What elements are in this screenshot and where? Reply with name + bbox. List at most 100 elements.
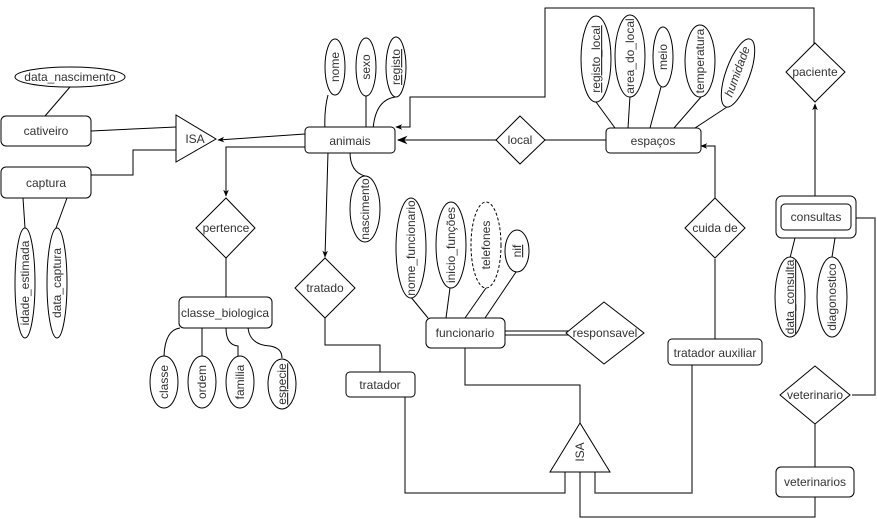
- relationship-label: responsavel: [573, 326, 638, 340]
- relationship-label: cuida de: [692, 221, 738, 235]
- connector-nascimento: [349, 151, 366, 177]
- relationship-veterinario[interactable]: veterinario: [779, 365, 851, 425]
- attribute-idade-estimada[interactable]: idade_estimada: [14, 227, 36, 339]
- connector-captura-isa: [91, 149, 176, 176]
- connector-registo: [372, 96, 396, 131]
- relationship-cuida-de[interactable]: cuida de: [684, 197, 746, 259]
- connector-data-consulta: [789, 237, 796, 259]
- relationship-label: paciente: [792, 65, 838, 79]
- isa-funcionario[interactable]: ISA: [549, 422, 611, 473]
- connector-nome: [324, 94, 329, 131]
- entity-label: cativeiro: [24, 124, 69, 138]
- attribute-label: sexo: [359, 54, 373, 80]
- entity-animais[interactable]: animais: [304, 126, 396, 154]
- connector-telefones: [464, 287, 487, 319]
- entity-cativeiro[interactable]: cativeiro: [0, 115, 92, 147]
- connector-especie: [247, 327, 283, 359]
- attribute-nome[interactable]: nome: [324, 38, 346, 96]
- attribute-registo[interactable]: registo: [385, 36, 407, 98]
- attribute-data-consulta[interactable]: data_consulta: [774, 256, 806, 338]
- isa-animais[interactable]: ISA: [175, 114, 217, 163]
- entity-label: tratador auxiliar: [674, 346, 757, 360]
- attribute-label: meio: [656, 44, 670, 70]
- entity-tratador[interactable]: tratador: [345, 371, 416, 398]
- entity-consultas[interactable]: consultas: [775, 195, 857, 239]
- connector-cuida-espacos: [700, 143, 716, 198]
- connector-inicio-funcoes: [445, 287, 451, 319]
- connector-animais-pertence: [223, 146, 305, 197]
- entity-label: captura: [26, 176, 66, 190]
- connector-nome-funcionario: [409, 295, 429, 319]
- attribute-inicio-funcoes[interactable]: inicio_funções: [435, 201, 467, 289]
- relationship-label: local: [508, 133, 533, 147]
- relationship-responsavel[interactable]: responsavel: [565, 301, 645, 365]
- attribute-label: registo: [389, 49, 403, 85]
- attribute-label: temperatura: [693, 28, 707, 93]
- attribute-classe[interactable]: classe: [149, 355, 179, 409]
- attribute-label: nascimento: [358, 178, 372, 240]
- entity-captura[interactable]: captura: [0, 166, 92, 199]
- attribute-label: data_consulta: [783, 259, 797, 334]
- attribute-sexo[interactable]: sexo: [355, 37, 377, 97]
- isa-label: ISA: [573, 442, 587, 461]
- connector-tratado-tratador: [324, 318, 381, 372]
- attribute-label: nome_funcionario: [404, 200, 418, 296]
- attribute-meio[interactable]: meio: [652, 26, 674, 88]
- relationship-label: pertence: [203, 221, 250, 235]
- attribute-label: nome: [328, 52, 342, 82]
- attribute-label: telefones: [479, 221, 493, 270]
- connector-consultas-veterinario: [852, 217, 876, 396]
- attribute-label: familia: [233, 364, 247, 399]
- entity-classe-biologica[interactable]: classe_biologica: [178, 296, 273, 329]
- attribute-label: nif: [510, 244, 524, 257]
- attribute-data-nascimento[interactable]: data_nascimento: [14, 66, 126, 88]
- connector-idade-estimada: [22, 197, 26, 229]
- connector-humidade: [694, 106, 728, 129]
- connector-animais-isa: [217, 133, 306, 143]
- attribute-familia[interactable]: familia: [225, 355, 255, 409]
- attribute-ordem[interactable]: ordem: [187, 355, 217, 409]
- entity-veterinarios[interactable]: veterinarios: [775, 466, 855, 498]
- connector-data-nascimento: [44, 86, 71, 117]
- relationship-local[interactable]: local: [495, 115, 546, 165]
- entity-funcionario[interactable]: funcionario: [425, 317, 506, 349]
- attribute-humidade[interactable]: humidade: [714, 35, 761, 111]
- connector-familia: [225, 327, 239, 356]
- attribute-label: area_do_local: [623, 18, 637, 93]
- attribute-label: data_captura: [50, 248, 64, 318]
- relationship-tratado[interactable]: tratado: [294, 257, 356, 319]
- entity-espacos[interactable]: espaços: [605, 127, 702, 154]
- connector-animais-tratado: [322, 151, 329, 258]
- attribute-nome-funcionario[interactable]: nome_funcionario: [395, 197, 427, 299]
- connector-meio: [649, 86, 662, 129]
- relationship-label: tratado: [306, 281, 344, 295]
- attribute-nascimento[interactable]: nascimento: [349, 175, 381, 243]
- relationship-pertence[interactable]: pertence: [195, 197, 256, 259]
- attribute-label: idade_estimada: [18, 240, 32, 325]
- connector-classe: [163, 327, 181, 357]
- attribute-label: data_nascimento: [24, 70, 116, 84]
- connector-registo-local: [595, 101, 616, 129]
- connector-tratador-aux-isa: [594, 365, 693, 494]
- attribute-label: especie: [275, 363, 289, 405]
- attribute-label: ordem: [195, 365, 209, 399]
- attribute-registo-local[interactable]: registo_local: [580, 15, 612, 103]
- attribute-label: classe: [157, 365, 171, 399]
- attribute-label: registo_local: [589, 25, 603, 92]
- attribute-temperatura[interactable]: temperatura: [684, 24, 716, 98]
- entity-tratador-auxiliar[interactable]: tratador auxiliar: [667, 338, 763, 366]
- relationship-paciente[interactable]: paciente: [785, 42, 846, 103]
- attribute-area-do-local[interactable]: area_do_local: [614, 14, 646, 98]
- connector-tratador-isa: [404, 397, 566, 494]
- attribute-telefones[interactable]: telefones: [470, 201, 502, 289]
- attribute-data-captura[interactable]: data_captura: [46, 227, 68, 339]
- entity-label: animais: [329, 134, 370, 148]
- connector-isa-veterinarios: [579, 472, 816, 518]
- attribute-diagonostico[interactable]: diagonostico: [816, 256, 848, 338]
- connector-temperatura: [673, 96, 702, 129]
- entity-label: classe_biologica: [181, 306, 269, 320]
- entity-label: veterinarios: [784, 475, 846, 489]
- attribute-nif[interactable]: nif: [504, 229, 530, 273]
- attribute-especie[interactable]: especie: [267, 358, 297, 410]
- entity-label: tratador: [359, 378, 400, 392]
